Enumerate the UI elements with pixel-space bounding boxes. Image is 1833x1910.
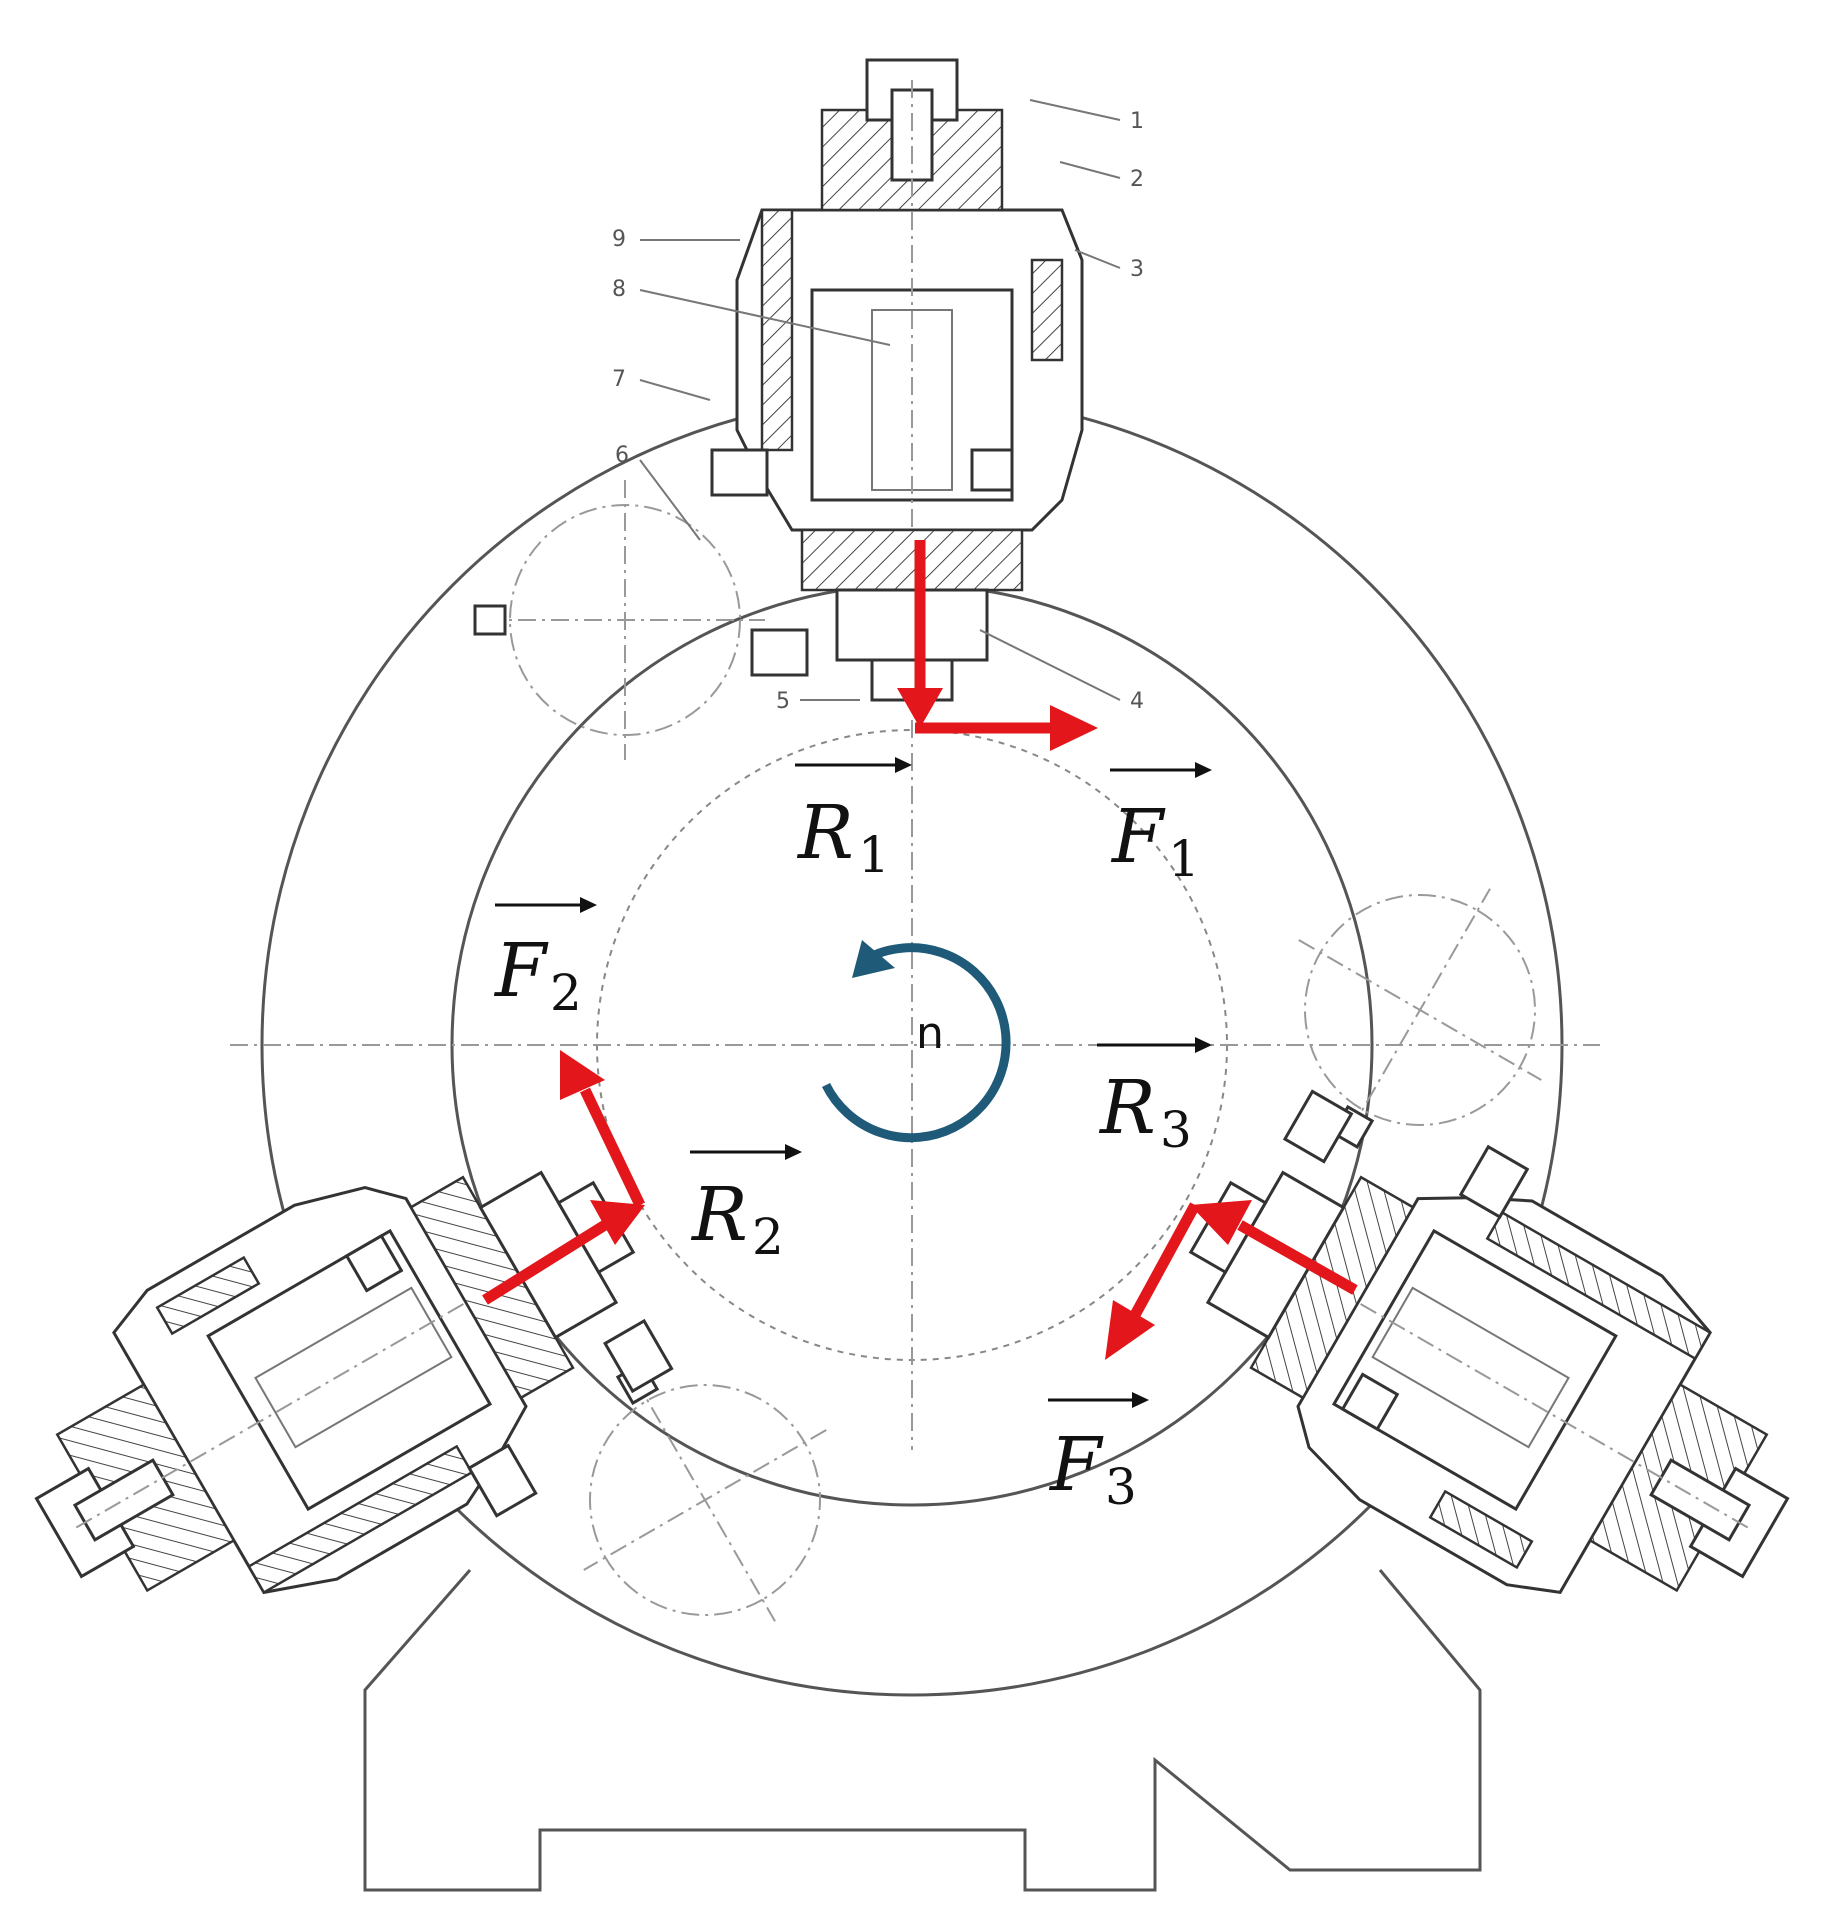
vector-label-r2: R 2 [690,1144,802,1266]
vector-label-f3: F 3 [1048,1392,1149,1516]
rotation-label: n [916,1008,944,1059]
part-label-6: 6 [615,443,629,468]
rotation-indicator: n [821,940,1011,1143]
svg-text:1: 1 [1168,830,1200,888]
part-label-8: 8 [612,277,626,302]
part-label-9: 9 [612,227,626,252]
vector-label-f1: F 1 [1110,762,1212,888]
part-label-1: 1 [1130,109,1144,134]
vector-label-r3: R 3 [1097,1037,1212,1159]
part-label-5: 5 [776,689,790,714]
svg-text:R: R [690,1172,748,1258]
force-arrow-r2 [482,1220,608,1305]
svg-text:1: 1 [858,826,890,884]
svg-text:2: 2 [550,964,582,1022]
svg-text:3: 3 [1105,1458,1137,1516]
force-arrow-f3 [1130,1202,1200,1318]
svg-text:F: F [1048,1422,1104,1508]
part-number-labels: 1 2 3 4 5 6 7 8 9 [612,99,1144,714]
vector-label-r1: R 1 [795,757,912,884]
force-arrow-r3 [1237,1220,1358,1295]
svg-text:R: R [796,790,854,876]
force-arrows [482,540,1358,1360]
part-label-3: 3 [1130,257,1144,282]
svg-text:R: R [1098,1065,1156,1151]
svg-text:3: 3 [1160,1101,1192,1159]
base-frame [363,1569,1482,1892]
part-label-4: 4 [1130,689,1144,714]
vector-label-f2: F 2 [493,897,597,1022]
clamp-unit-right [1124,1042,1833,1687]
svg-text:F: F [1110,794,1166,880]
force-arrow-f2 [580,1087,645,1208]
part-label-7: 7 [612,367,626,392]
svg-text:F: F [493,928,549,1014]
clamp-unit-top [710,58,1084,702]
roller-top-left [473,478,767,762]
svg-text:2: 2 [752,1208,784,1266]
part-label-2: 2 [1130,167,1144,192]
